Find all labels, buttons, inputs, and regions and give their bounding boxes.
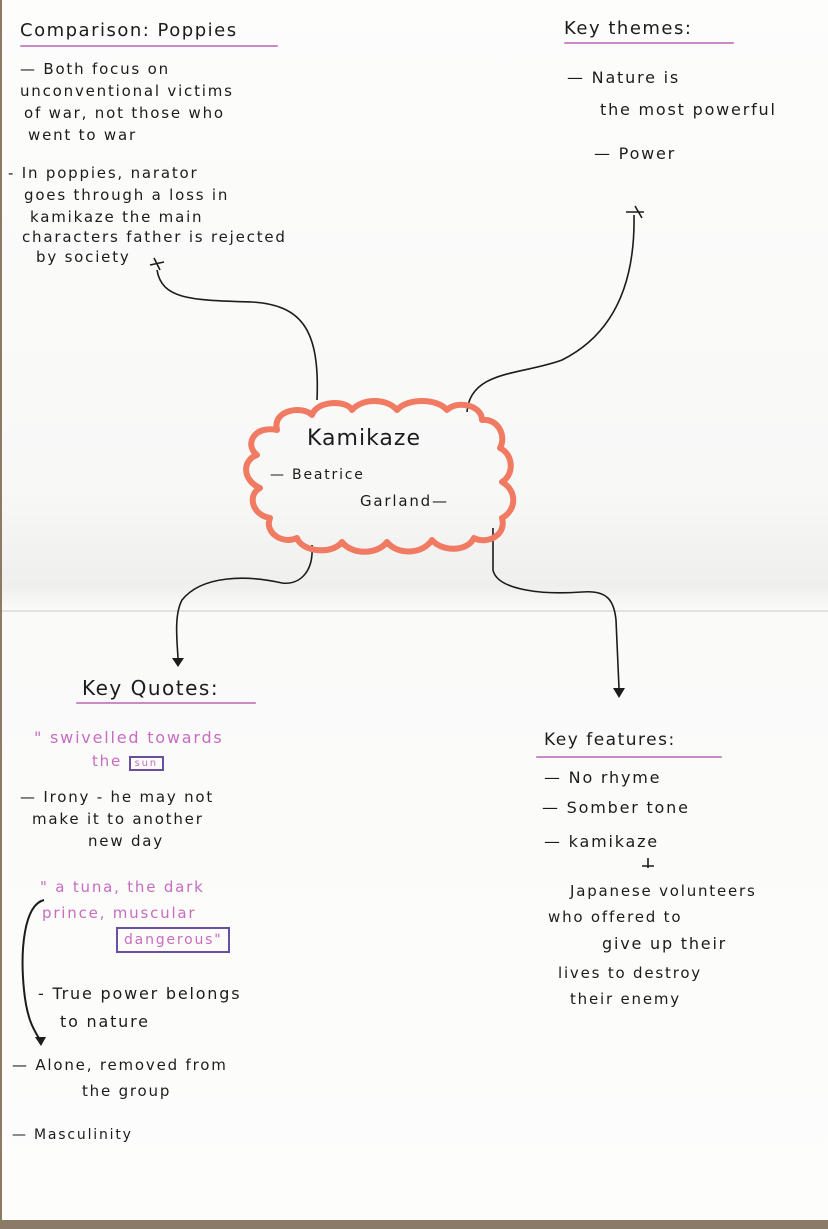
comparison-point-1-line-2: unconventional victims — [20, 82, 234, 100]
comparison-point-2-line-4: characters father is rejected — [22, 228, 287, 246]
feature-definition-line-1: Japanese volunteers — [570, 882, 757, 900]
comparison-point-2-line-2: goes through a loss in — [24, 186, 230, 204]
analysis-1-line-2: make it to another — [32, 810, 204, 828]
comparison-point-1-line-1: — Both focus on — [20, 60, 170, 78]
quote-2-line-1: " a tuna, the dark — [40, 878, 205, 896]
comparison-point-1-line-4: went to war — [28, 126, 137, 144]
comparison-heading-underline — [20, 45, 278, 47]
analysis-4: — Masculinity — [12, 1127, 133, 1143]
comparison-point-2-line-5: by society — [36, 248, 131, 266]
quote-1-line-1: " swivelled towards — [34, 728, 224, 747]
key-themes-heading: Key themes: — [564, 18, 693, 39]
key-quotes-heading: Key Quotes: — [82, 676, 220, 700]
theme-2: — Power — [594, 144, 677, 163]
central-topic-author-line-1: — Beatrice — [270, 467, 365, 483]
key-quotes-underline — [76, 702, 256, 704]
quote-1-boxed-word: sun — [128, 756, 164, 771]
paper-fold-line — [2, 610, 828, 612]
quote-1-line-2: the sun — [92, 752, 164, 771]
analysis-3-line-1: — Alone, removed from — [12, 1056, 228, 1074]
central-topic-title: Kamikaze — [307, 426, 421, 451]
analysis-3-line-2: the group — [82, 1082, 172, 1100]
quote-2-boxed-word: dangerous" — [116, 927, 231, 953]
feature-definition-line-4: lives to destroy — [558, 964, 702, 982]
comparison-heading: Comparison: Poppies — [20, 20, 238, 41]
theme-1-line-2: the most powerful — [600, 100, 777, 119]
quote-2-boxed-text: dangerous" — [116, 927, 231, 953]
analysis-1-line-1: — Irony - he may not — [20, 788, 215, 806]
feature-2: — Somber tone — [542, 798, 690, 817]
feature-definition-line-2: who offered to — [548, 908, 683, 926]
analysis-1-line-3: new day — [88, 832, 164, 850]
quote-1-prefix: the — [92, 752, 123, 770]
theme-1-line-1: — Nature is — [567, 68, 681, 87]
comparison-point-1-line-3: of war, not those who — [24, 104, 225, 122]
feature-definition-line-5: their enemy — [570, 990, 681, 1008]
key-features-heading: Key features: — [544, 730, 676, 750]
analysis-2-line-2: to nature — [60, 1012, 150, 1031]
comparison-point-2-line-3: kamikaze the main — [30, 208, 204, 226]
analysis-2-line-1: - True power belongs — [38, 984, 242, 1003]
feature-1: — No rhyme — [544, 768, 662, 787]
key-features-underline — [536, 756, 722, 758]
feature-3: — kamikaze — [544, 832, 659, 851]
comparison-point-2-line-1: - In poppies, narator — [8, 164, 199, 182]
key-themes-underline — [564, 42, 734, 44]
central-topic-author-line-2: Garland— — [360, 492, 449, 510]
quote-2-line-2: prince, muscular — [42, 904, 197, 922]
feature-definition-line-3: give up their — [602, 934, 728, 953]
